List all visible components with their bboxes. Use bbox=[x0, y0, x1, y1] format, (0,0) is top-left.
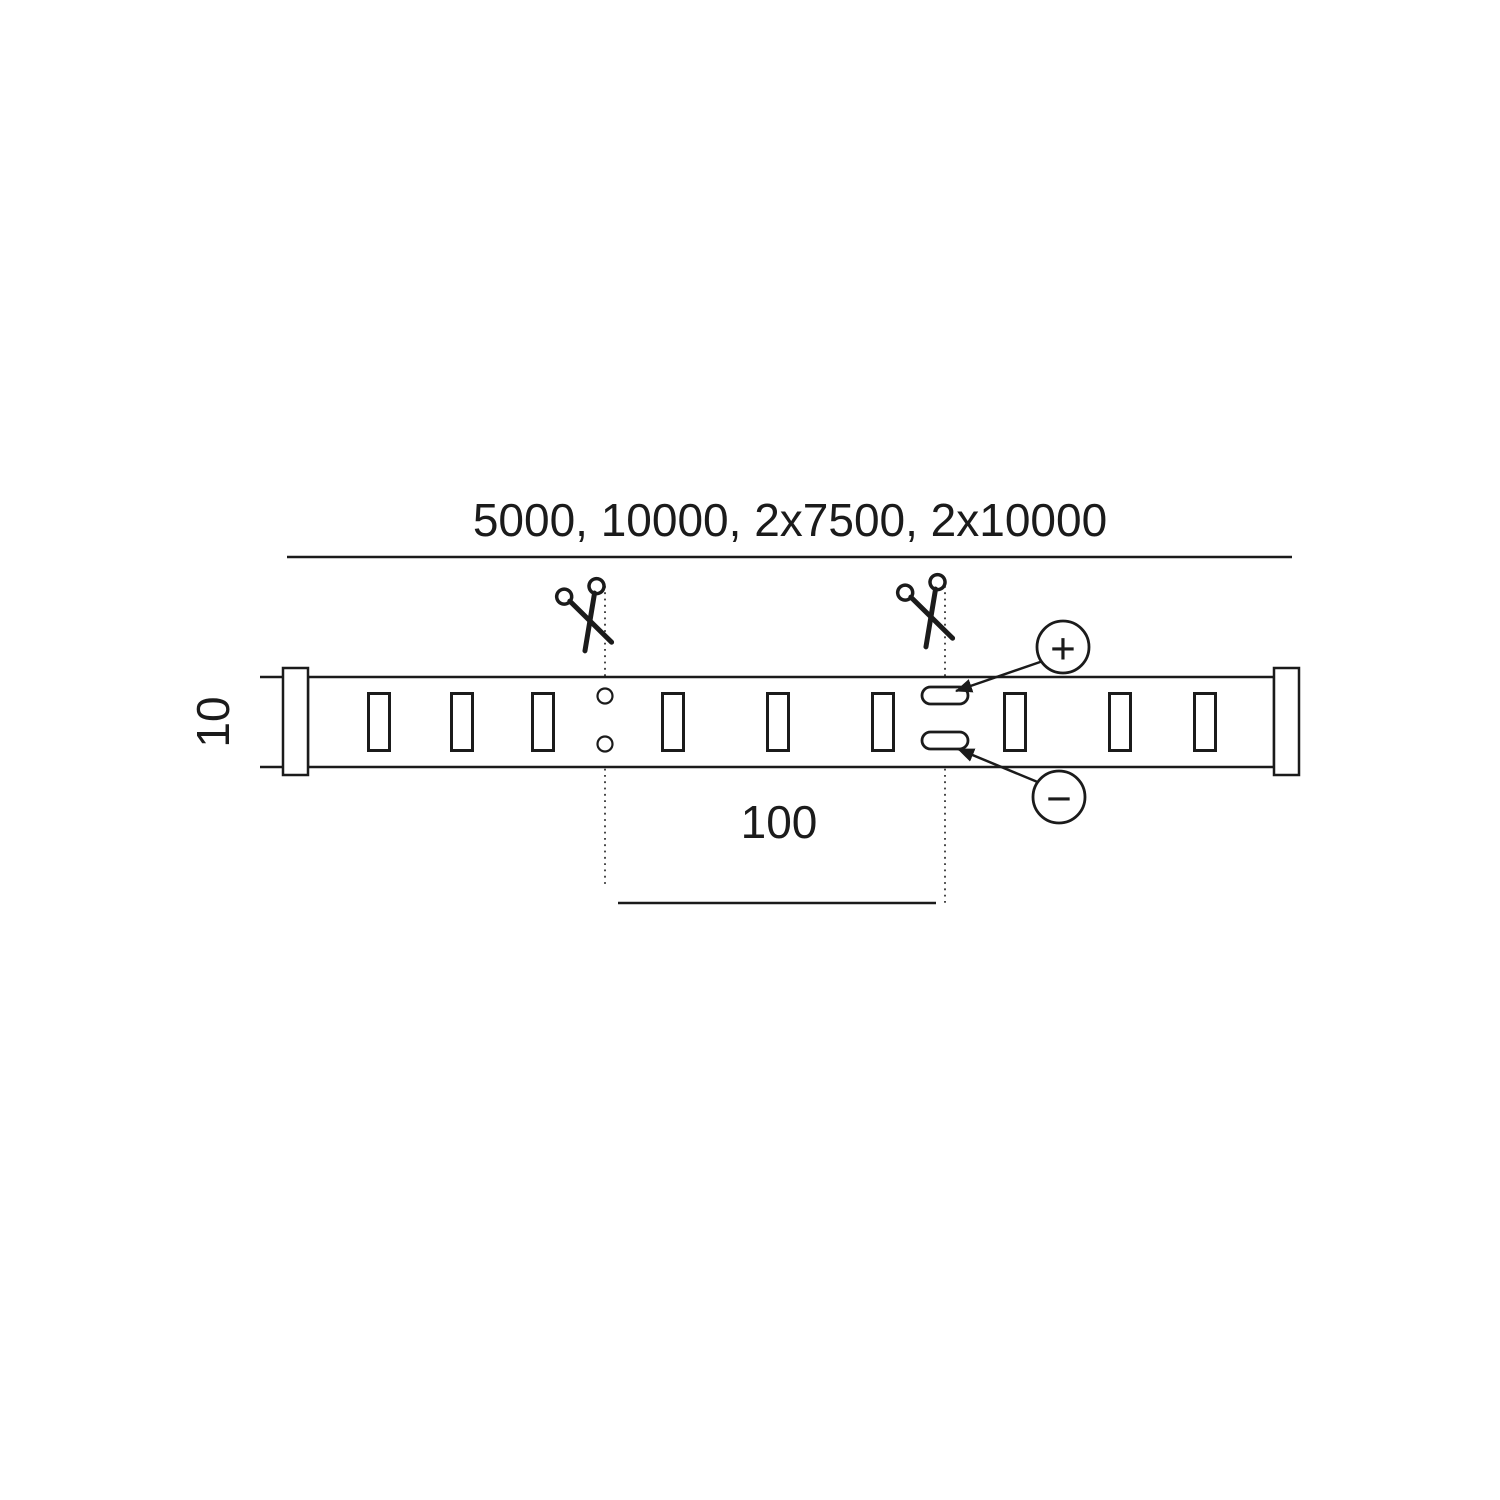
led-pad bbox=[367, 692, 391, 752]
solder-hole-top bbox=[596, 687, 614, 705]
solder-pad-minus bbox=[920, 730, 970, 751]
plus-terminal-label: + bbox=[1050, 625, 1076, 674]
led-pad bbox=[661, 692, 685, 752]
led-pad bbox=[1193, 692, 1217, 752]
minus-terminal-label: − bbox=[1046, 775, 1072, 824]
end-cap-left bbox=[281, 666, 310, 777]
led-pad bbox=[871, 692, 895, 752]
led-pad bbox=[531, 692, 555, 752]
length-options-label: 5000, 10000, 2x7500, 2x10000 bbox=[473, 494, 1107, 546]
end-cap-right bbox=[1272, 666, 1301, 777]
minus-arrow bbox=[957, 747, 1041, 785]
scissors-icon bbox=[555, 577, 622, 654]
minus-terminal-badge bbox=[1031, 769, 1087, 825]
plus-terminal-badge bbox=[1035, 619, 1091, 675]
led-pad bbox=[1003, 692, 1027, 752]
led-pad bbox=[450, 692, 474, 752]
led-pad bbox=[766, 692, 790, 752]
strip-width-label: 10 bbox=[187, 696, 239, 747]
solder-hole-bottom bbox=[596, 735, 614, 753]
scissors-icon bbox=[896, 573, 963, 650]
led-pad bbox=[1108, 692, 1132, 752]
plus-arrow bbox=[955, 659, 1044, 693]
cut-spacing-label: 100 bbox=[741, 796, 818, 848]
